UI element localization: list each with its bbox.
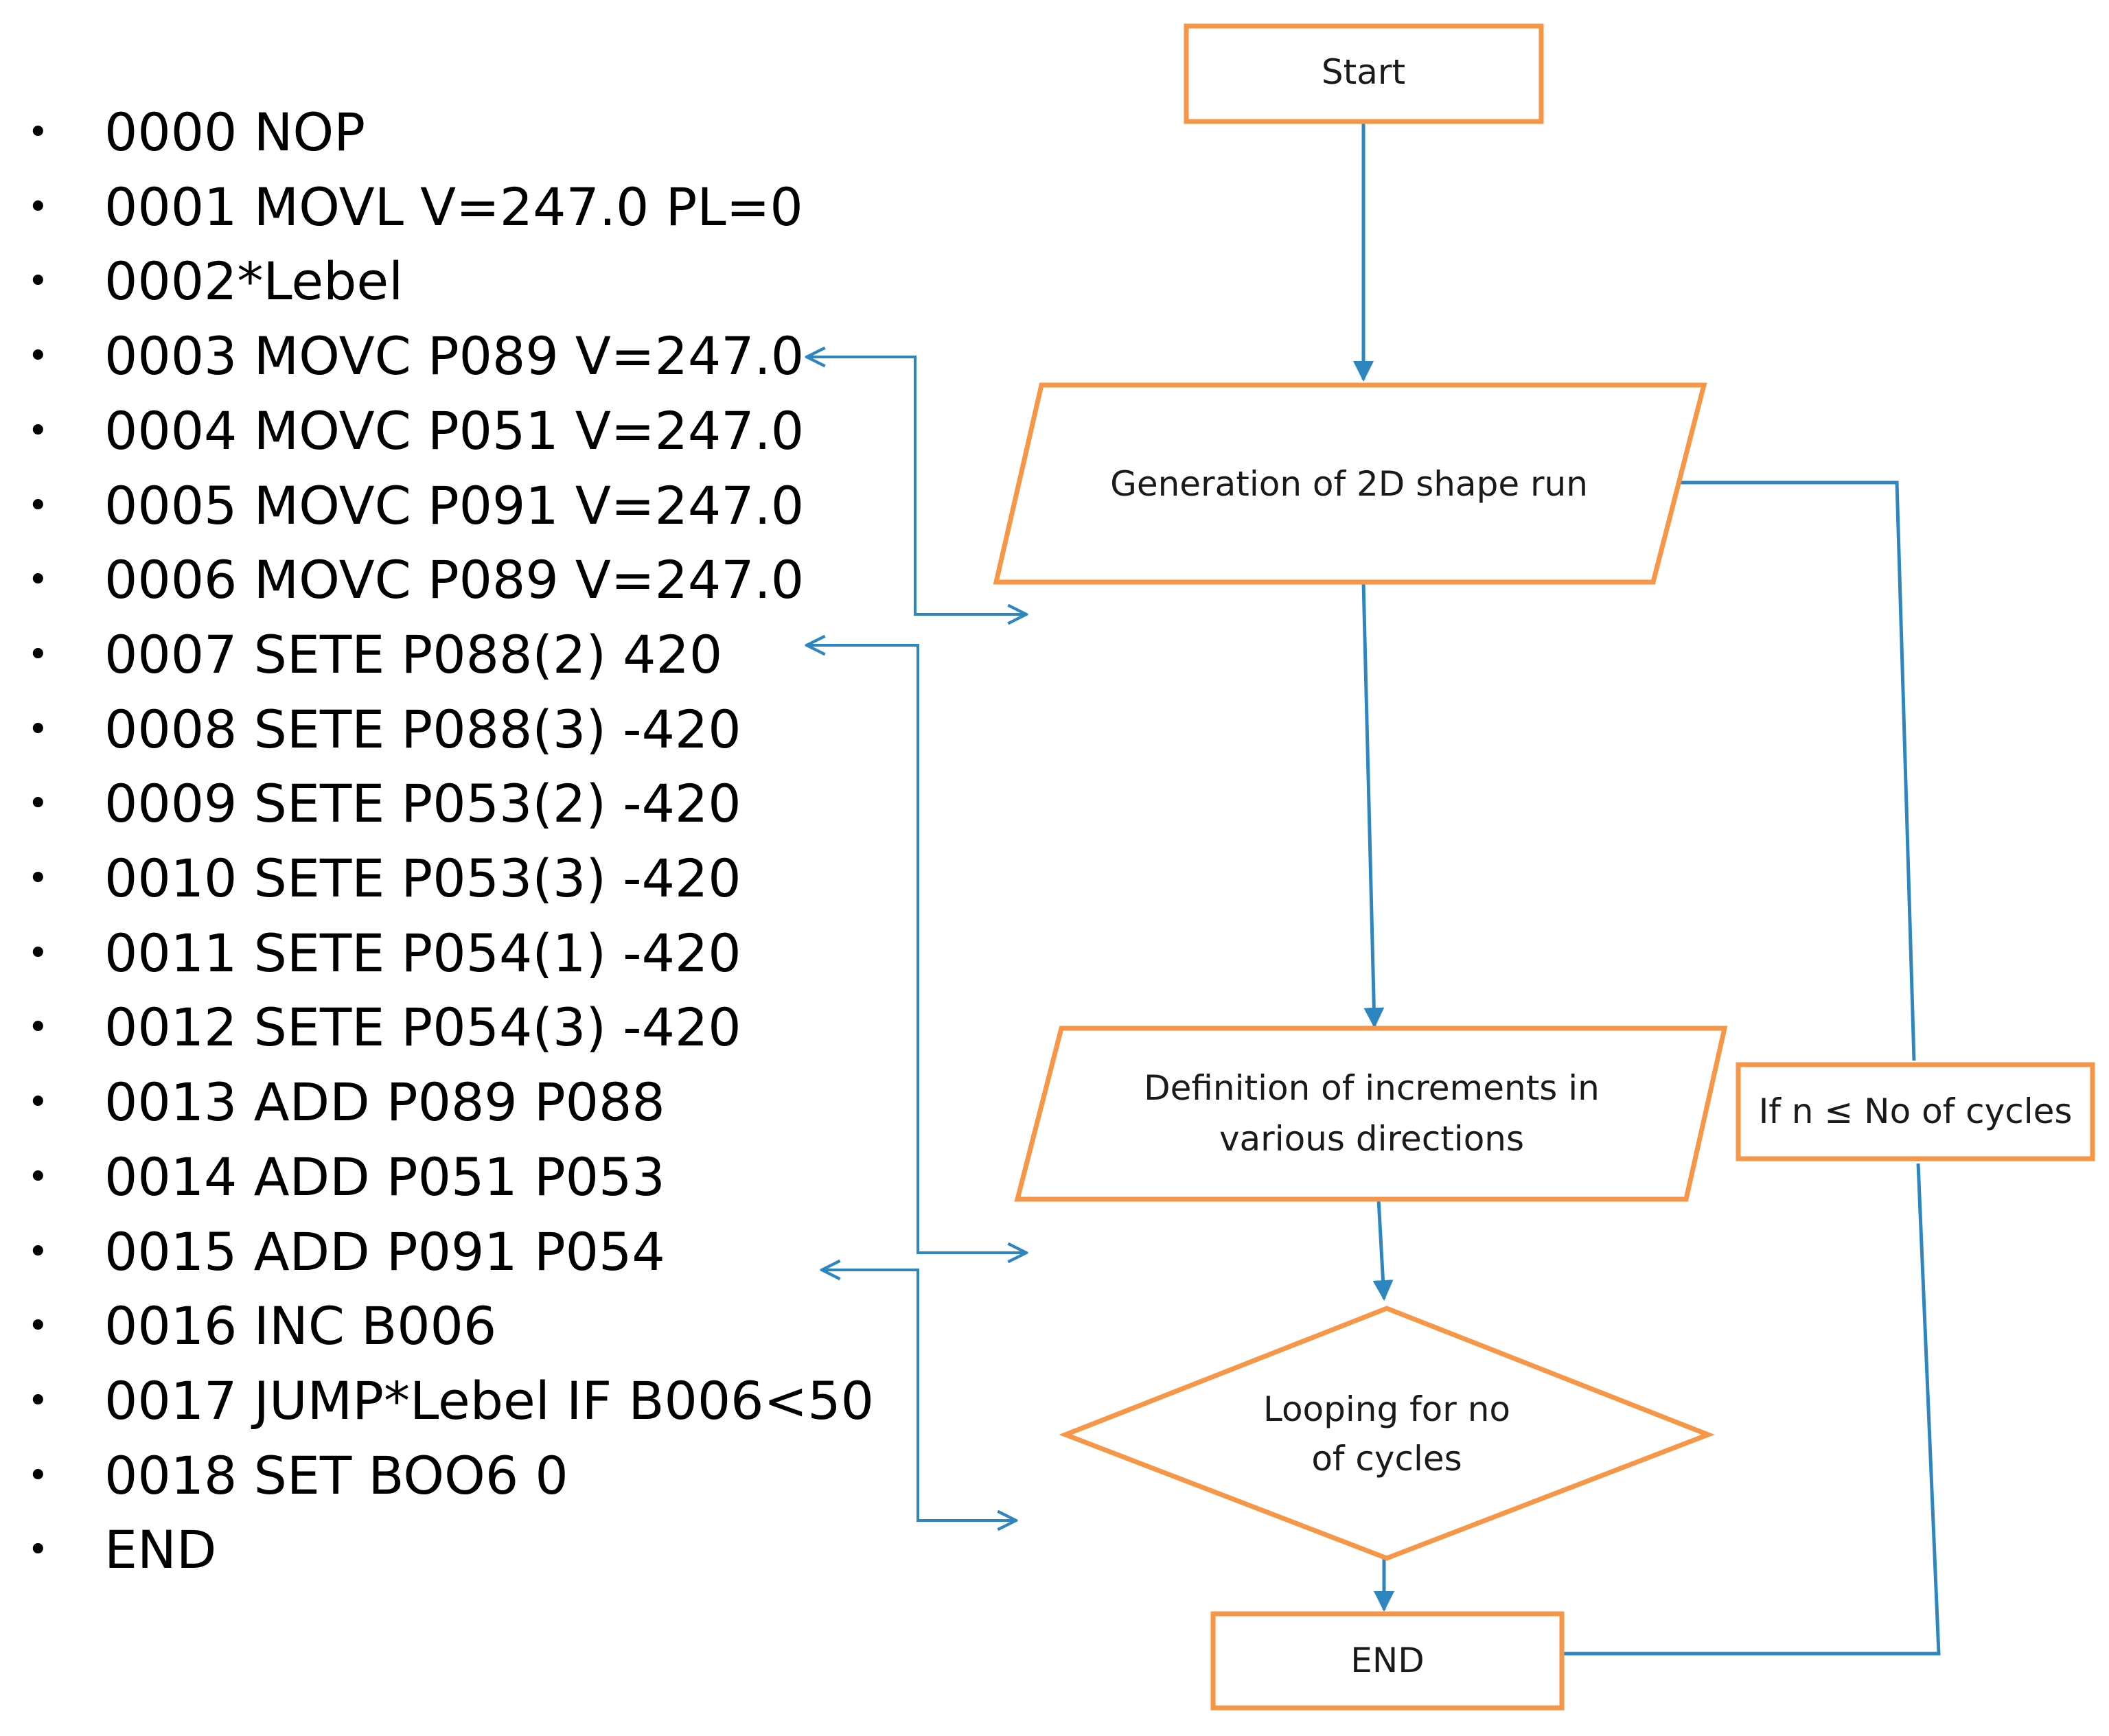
arrow-definition-to-looping <box>1372 1199 1394 1301</box>
bullet-icon: • <box>27 1380 49 1422</box>
program-line-text: 0015 ADD P091 P054 <box>104 1220 665 1282</box>
bullet-icon: • <box>27 1455 49 1496</box>
bullet-icon: • <box>27 1529 49 1571</box>
program-line: • 0012 SETE P054(3) -420 <box>27 993 741 1062</box>
program-line-text: 0018 SET BOO6 0 <box>104 1444 568 1506</box>
program-line-text: 0013 ADD P089 P088 <box>104 1072 665 1133</box>
program-line-text: 0017 JUMP*Lebel IF B006<50 <box>104 1369 874 1431</box>
program-line-text: 0014 ADD P051 P053 <box>104 1146 665 1207</box>
program-line: • 0005 MOVC P091 V=247.0 <box>27 472 804 540</box>
program-line-text: 0012 SETE P054(3) -420 <box>104 997 741 1058</box>
program-line-text: 0010 SETE P053(3) -420 <box>104 848 741 909</box>
generation-label: Generation of 2D shape run <box>1110 464 1588 504</box>
program-line-text: 0006 MOVC P089 V=247.0 <box>104 549 805 611</box>
bracket-increment-section <box>807 645 1026 1253</box>
program-line: • 0008 SETE P088(3) -420 <box>27 695 741 764</box>
end-label: END <box>1350 1641 1425 1680</box>
flow-arrows <box>1353 121 1941 1656</box>
arrow-generation-to-definition <box>1361 581 1385 1028</box>
bullet-icon: • <box>27 932 49 974</box>
program-line-text: 0016 INC B006 <box>104 1295 497 1357</box>
program-line: • 0014 ADD P051 P053 <box>27 1143 665 1212</box>
program-line-text: 0002*Lebel <box>104 251 404 312</box>
bullet-icon: • <box>27 1306 49 1347</box>
looping-label-line2: of cycles <box>1311 1439 1462 1479</box>
loop-back-line <box>1561 1163 1941 1656</box>
program-line-text: 0007 SETE P088(2) 420 <box>104 623 723 685</box>
program-line-text: 0003 MOVC P089 V=247.0 <box>104 325 805 387</box>
definition-label-line1: Definition of increments in <box>1144 1068 1600 1108</box>
program-line-text: 0001 MOVL V=247.0 PL=0 <box>104 176 803 238</box>
bullet-icon: • <box>27 708 49 750</box>
bracket-loop-section <box>822 1270 1016 1520</box>
bullet-icon: • <box>27 1156 49 1198</box>
bullet-icon: • <box>27 186 49 228</box>
start-node: Start <box>1184 23 1544 124</box>
program-line-text: 0000 NOP <box>104 102 366 163</box>
bullet-icon: • <box>27 858 49 899</box>
bullet-icon: • <box>27 1082 49 1124</box>
program-line: • 0004 MOVC P051 V=247.0 <box>27 397 804 465</box>
end-node: END <box>1210 1611 1565 1711</box>
program-line-text: 0009 SETE P053(2) -420 <box>104 773 741 835</box>
program-line: • 0000 NOP <box>27 98 365 167</box>
program-line: • 0003 MOVC P089 V=247.0 <box>27 322 804 391</box>
bullet-icon: • <box>27 261 49 303</box>
condition-label: If n ≤ No of cycles <box>1759 1091 2073 1131</box>
program-line: • 0015 ADD P091 P054 <box>27 1218 665 1286</box>
program-listing: • 0000 NOP • 0001 MOVL V=247.0 PL=0 • 0002*Le… <box>0 0 892 1736</box>
bracket-motion-section <box>807 357 1026 614</box>
looping-node: Looping for no of cycles <box>1059 1306 1715 1561</box>
program-line: • 0006 MOVC P089 V=247.0 <box>27 546 804 614</box>
program-line-text: 0008 SETE P088(3) -420 <box>104 698 741 760</box>
program-line-text: END <box>104 1519 217 1581</box>
program-line: • 0013 ADD P089 P088 <box>27 1068 665 1137</box>
program-line: • END <box>27 1516 216 1584</box>
start-label: Start <box>1322 52 1405 92</box>
program-line-text: 0011 SETE P054(1) -420 <box>104 922 741 984</box>
program-line-text: 0004 MOVC P051 V=247.0 <box>104 400 805 461</box>
bullet-icon: • <box>27 112 49 153</box>
bullet-icon: • <box>27 559 49 601</box>
condition-node: If n ≤ No of cycles <box>1736 1062 2095 1161</box>
looping-label-line1: Looping for no <box>1263 1389 1510 1429</box>
bullet-icon: • <box>27 1007 49 1049</box>
code-brackets <box>807 357 1026 1520</box>
program-line: • 0002*Lebel <box>27 247 403 316</box>
bullet-icon: • <box>27 783 49 825</box>
loop-up-line <box>1679 481 1916 1061</box>
program-line-text: 0005 MOVC P091 V=247.0 <box>104 474 805 536</box>
program-line: • 0018 SET BOO6 0 <box>27 1442 568 1510</box>
generation-node: Generation of 2D shape run <box>993 382 1707 585</box>
bullet-icon: • <box>27 485 49 526</box>
program-line: • 0017 JUMP*Lebel IF B006<50 <box>27 1367 874 1435</box>
program-line: • 0016 INC B006 <box>27 1292 496 1361</box>
definition-node: Definition of increments in various dire… <box>1014 1026 1728 1202</box>
program-line: • 0007 SETE P088(2) 420 <box>27 621 722 689</box>
definition-label-line2: various directions <box>1219 1119 1524 1159</box>
program-line: • 0011 SETE P054(1) -420 <box>27 919 741 988</box>
bullet-icon: • <box>27 336 49 378</box>
program-line: • 0010 SETE P053(3) -420 <box>27 844 741 913</box>
bullet-icon: • <box>27 634 49 675</box>
bullet-icon: • <box>27 410 49 452</box>
bullet-icon: • <box>27 1231 49 1273</box>
program-line: • 0001 MOVL V=247.0 PL=0 <box>27 173 803 242</box>
program-line: • 0009 SETE P053(2) -420 <box>27 769 741 838</box>
